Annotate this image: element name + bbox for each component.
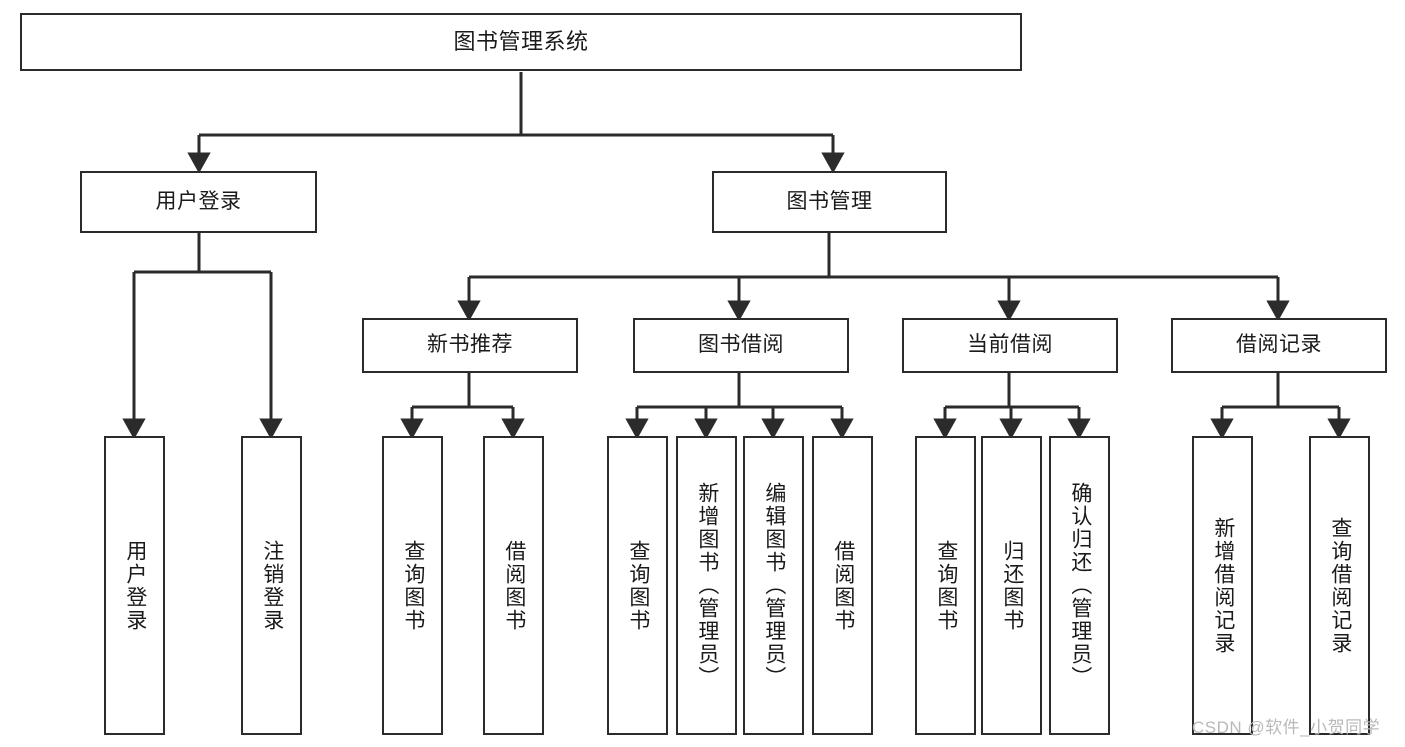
leaf-record-query-record[interactable]: 查询借阅记录 <box>1309 436 1370 735</box>
node-current-borrow-label: 当前借阅 <box>967 333 1053 357</box>
leaf-borrow-add-book[interactable]: 新增图书（管理员） <box>676 436 737 735</box>
leaf-recommend-borrow-book-label: 借阅图书 <box>502 539 526 632</box>
leaf-current-confirm-return[interactable]: 确认归还（管理员） <box>1049 436 1110 735</box>
watermark: CSDN @软件_小贺同学 <box>1192 718 1381 737</box>
node-new-book-recommend-label: 新书推荐 <box>427 333 513 357</box>
leaf-recommend-query-book-label: 查询图书 <box>401 539 425 632</box>
node-borrow-record-label: 借阅记录 <box>1236 333 1322 357</box>
node-root[interactable]: 图书管理系统 <box>20 13 1022 71</box>
node-user-login[interactable]: 用户登录 <box>80 171 317 233</box>
leaf-user-login-login-label: 用户登录 <box>123 539 147 632</box>
leaf-user-login-logout[interactable]: 注销登录 <box>241 436 302 735</box>
leaf-recommend-borrow-book[interactable]: 借阅图书 <box>483 436 544 735</box>
node-root-label: 图书管理系统 <box>453 29 589 55</box>
leaf-borrow-query-book[interactable]: 查询图书 <box>607 436 668 735</box>
leaf-current-return-book[interactable]: 归还图书 <box>981 436 1042 735</box>
leaf-recommend-query-book[interactable]: 查询图书 <box>382 436 443 735</box>
leaf-current-query-book-label: 查询图书 <box>934 539 958 632</box>
leaf-borrow-add-book-label: 新增图书（管理员） <box>695 482 719 689</box>
node-new-book-recommend[interactable]: 新书推荐 <box>362 318 578 373</box>
leaf-record-add-record[interactable]: 新增借阅记录 <box>1192 436 1253 735</box>
node-book-management-label: 图书管理 <box>786 189 873 213</box>
leaf-user-login-login[interactable]: 用户登录 <box>104 436 165 735</box>
leaf-record-query-record-label: 查询借阅记录 <box>1328 516 1352 655</box>
leaf-record-add-record-label: 新增借阅记录 <box>1211 516 1235 655</box>
node-book-borrow-label: 图书借阅 <box>698 333 784 357</box>
leaf-borrow-borrow-book-label: 借阅图书 <box>831 539 855 632</box>
leaf-borrow-query-book-label: 查询图书 <box>626 539 650 632</box>
leaf-user-login-logout-label: 注销登录 <box>260 539 284 632</box>
node-current-borrow[interactable]: 当前借阅 <box>902 318 1118 373</box>
leaf-borrow-edit-book[interactable]: 编辑图书（管理员） <box>743 436 804 735</box>
leaf-current-return-book-label: 归还图书 <box>1000 539 1024 632</box>
node-book-borrow[interactable]: 图书借阅 <box>633 318 849 373</box>
leaf-current-query-book[interactable]: 查询图书 <box>915 436 976 735</box>
node-book-management[interactable]: 图书管理 <box>712 171 947 233</box>
node-borrow-record[interactable]: 借阅记录 <box>1171 318 1387 373</box>
leaf-borrow-borrow-book[interactable]: 借阅图书 <box>812 436 873 735</box>
node-user-login-label: 用户登录 <box>155 189 242 213</box>
leaf-borrow-edit-book-label: 编辑图书（管理员） <box>762 482 786 689</box>
leaf-current-confirm-return-label: 确认归还（管理员） <box>1068 482 1092 689</box>
